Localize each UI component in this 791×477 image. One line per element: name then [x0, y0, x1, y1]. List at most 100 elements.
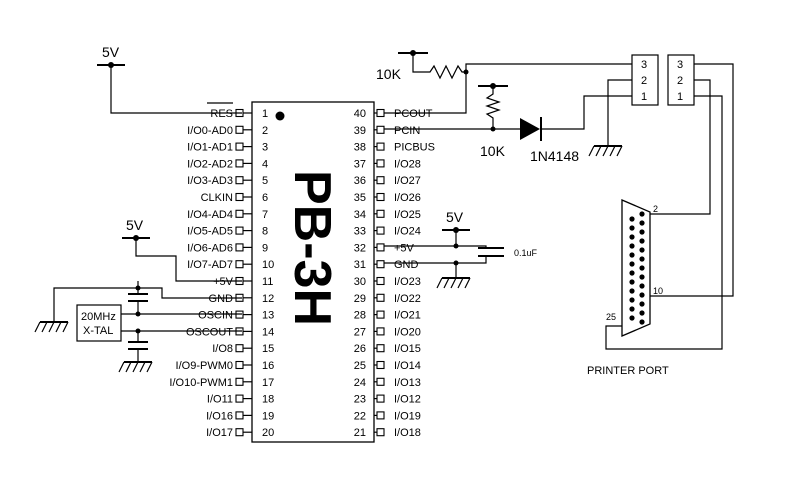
db25-pins: [629, 211, 645, 325]
db25-pin-dot: [639, 247, 645, 253]
pin-number: 1: [262, 108, 268, 120]
pin-label: I/O14: [394, 360, 421, 372]
res-top-label: 10K: [376, 66, 402, 82]
db25-pin-dot: [629, 234, 635, 240]
pin-number: 28: [354, 310, 366, 322]
pin-label: I/O17: [206, 427, 233, 439]
vcc-mid-label: 5V: [126, 217, 144, 233]
pin-number: 32: [354, 242, 366, 254]
pin-number: 39: [354, 125, 366, 137]
conn2-pin1: 1: [677, 91, 683, 103]
db25-connector: [621, 199, 651, 337]
pin-number: 36: [354, 175, 366, 187]
db25-pin-dot: [629, 288, 635, 294]
conn2-pin2: 2: [677, 75, 683, 87]
db25-pin-dot: [629, 270, 635, 276]
pin-number: 13: [262, 310, 274, 322]
pin-label: I/O24: [394, 226, 421, 238]
wire-conn1-gnd: [607, 79, 632, 146]
wire-res: [110, 65, 242, 114]
pin-label: I/O20: [394, 326, 421, 338]
ground-icon: [436, 277, 471, 289]
chip-name: PB-3H: [283, 170, 341, 326]
pin-number: 40: [354, 108, 366, 120]
pin-label: I/O28: [394, 158, 421, 170]
ground-icon: [34, 321, 69, 333]
pin-label: I/O8: [212, 343, 233, 355]
db25-pin-dot: [629, 315, 635, 321]
conn1-pin3: 3: [641, 59, 647, 71]
wire-gnd12: [138, 287, 242, 299]
pin-label: OSCOUT: [186, 326, 233, 338]
pin-label: I/O25: [394, 209, 421, 221]
wire-pcout: [384, 72, 467, 114]
db25-pin-dot: [629, 279, 635, 285]
pin-number: 2: [262, 125, 268, 137]
pin-number: 33: [354, 226, 366, 238]
pin-label: I/O15: [394, 343, 421, 355]
pin-number: 3: [262, 142, 268, 154]
ground-icon: [118, 361, 153, 373]
db25-pin-dot: [639, 238, 645, 244]
pin-label: +5V: [394, 242, 415, 254]
diode-icon: [520, 118, 540, 140]
resistor-top: [412, 53, 466, 80]
db25-pin-dot: [639, 301, 645, 307]
db25-pin2-label: 2: [653, 204, 658, 214]
pin-number: 30: [354, 276, 366, 288]
pin-number: 17: [262, 377, 274, 389]
db25-pin25-label: 25: [606, 312, 616, 322]
printer-port-label: PRINTER PORT: [587, 365, 669, 377]
db25-pin-dot: [639, 256, 645, 262]
db25-pin-dot: [639, 319, 645, 325]
pin-label: I/O1-AD1: [187, 142, 233, 154]
conn1-pin1: 1: [641, 91, 647, 103]
pin-label: I/O2-AD2: [187, 158, 233, 170]
pin-label: RES: [210, 108, 233, 120]
gnd-node: [135, 285, 141, 291]
pin-number: 21: [354, 427, 366, 439]
resistor-mid: [485, 86, 501, 129]
db25-pin-dot: [629, 216, 635, 222]
pin-number: 10: [262, 259, 274, 271]
pin-label: I/O26: [394, 192, 421, 204]
wire-conn2-3: [650, 63, 734, 297]
pin-label: I/O27: [394, 175, 421, 187]
pin-label: PCOUT: [394, 108, 433, 120]
crystal-box: [76, 304, 122, 342]
conn1-pin2: 2: [641, 75, 647, 87]
pin-label: OSCIN: [198, 310, 233, 322]
pin-label: GND: [209, 293, 234, 305]
chip-body: [251, 101, 375, 443]
pin-number: 8: [262, 226, 268, 238]
db25-pin-dot: [629, 306, 635, 312]
pin-label: GND: [394, 259, 419, 271]
pin-number: 29: [354, 293, 366, 305]
chip-pin-right: 40 PCOUT: [354, 108, 433, 120]
db25-pin-dot: [639, 211, 645, 217]
pin-label: PICBUS: [394, 142, 435, 154]
chip-pin-right: 28 I/O21: [354, 310, 421, 322]
pin-label: I/O21: [394, 310, 421, 322]
pin-number: 16: [262, 360, 274, 372]
db25-pin-dot: [639, 265, 645, 271]
wire-gnd-left: [53, 287, 138, 322]
vcc-right-label: 5V: [446, 209, 464, 225]
